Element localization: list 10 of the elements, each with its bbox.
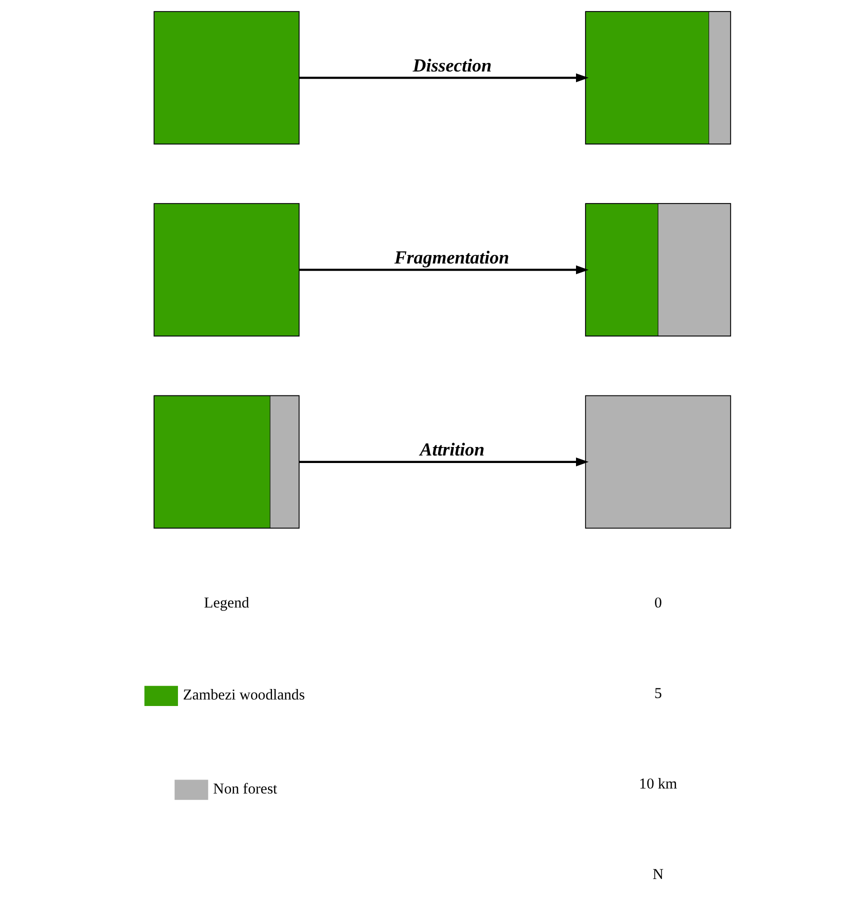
label: N	[652, 867, 664, 884]
legend-label: Non forest	[213, 782, 278, 798]
label: Legend	[204, 595, 250, 612]
label: 5	[654, 686, 662, 702]
label: 10 km	[639, 776, 678, 792]
edge-label: Dissection	[412, 56, 492, 76]
legend-label: Zambezi woodlands	[182, 688, 305, 704]
label: 0	[654, 595, 662, 612]
edge-label: Attrition	[420, 440, 484, 460]
edge-label: Fragmentation	[394, 248, 510, 268]
